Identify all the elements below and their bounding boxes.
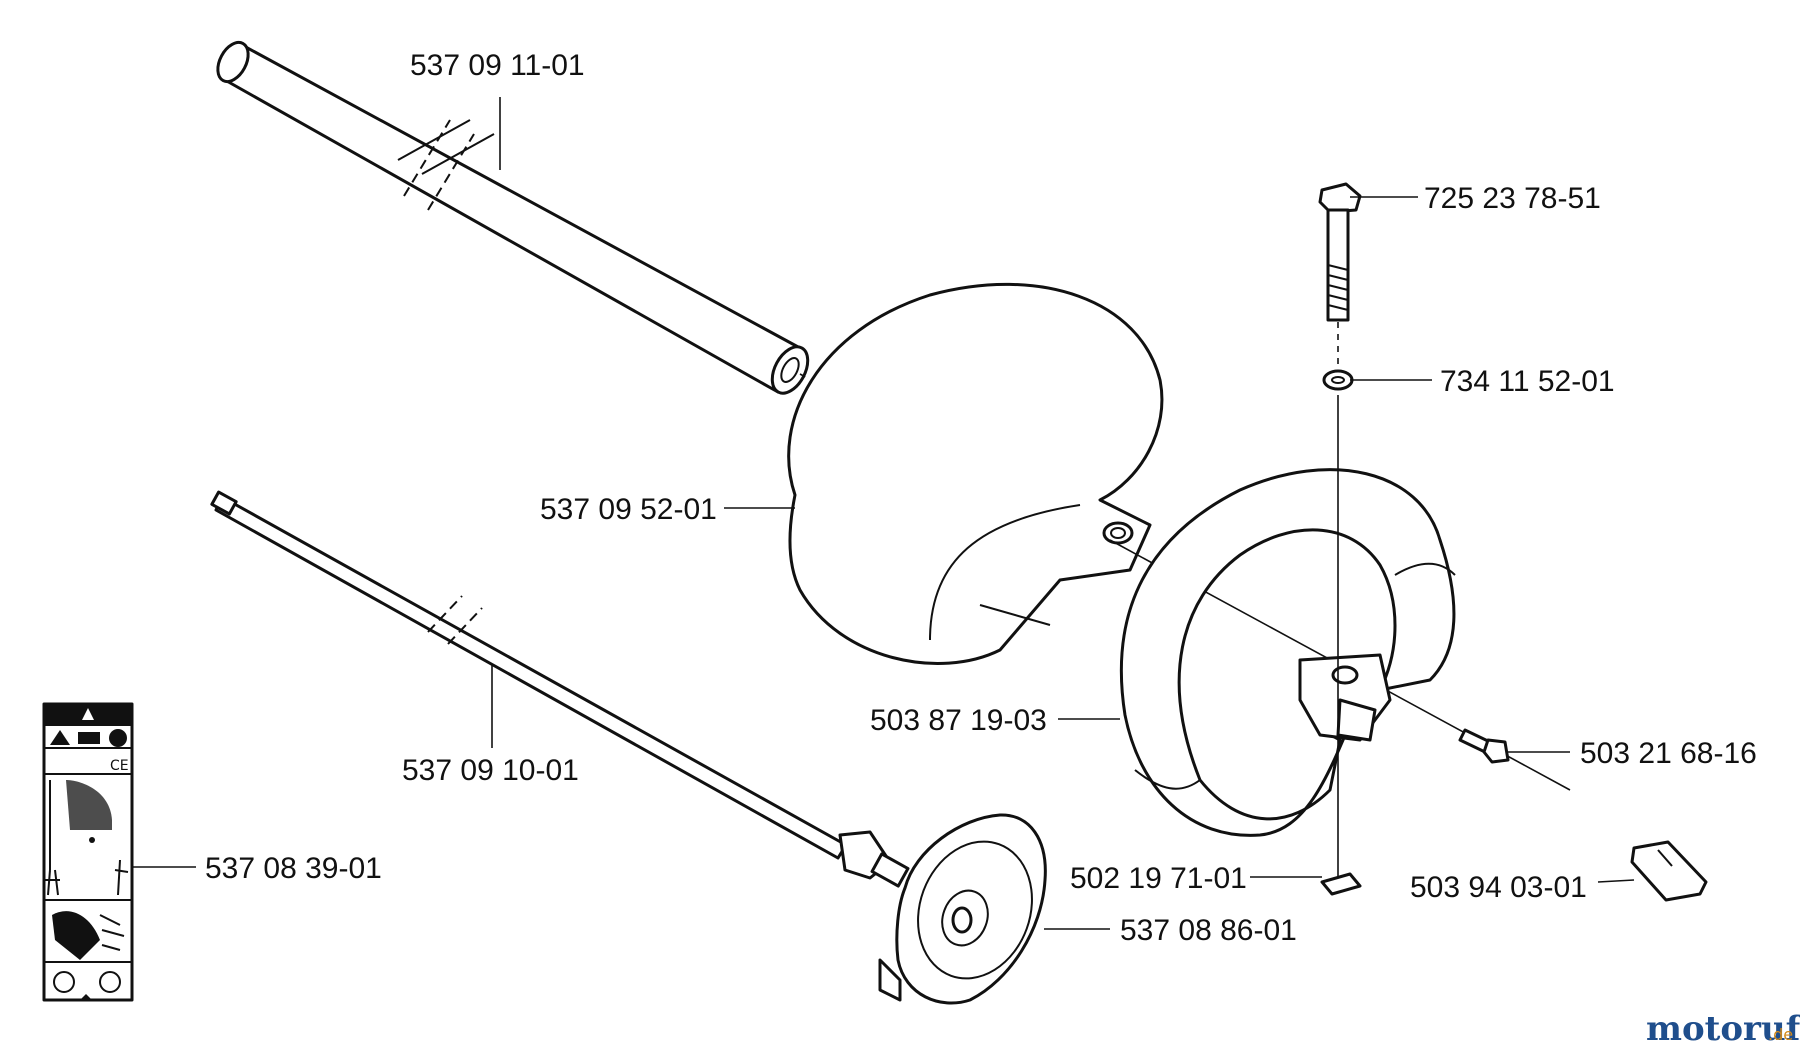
tube-part — [216, 40, 829, 395]
decal-part: CE — [42, 702, 134, 1002]
watermark-logo: motoruf .de — [1646, 1009, 1800, 1049]
bolt-part — [1318, 182, 1362, 885]
part-label-connector: 503 94 03-01 — [1410, 871, 1587, 904]
part-label-bolt: 725 23 78-51 — [1424, 182, 1601, 215]
part-label-cover: 537 08 86-01 — [1120, 914, 1297, 947]
svg-text:motoruf: motoruf — [1646, 1009, 1800, 1049]
part-label-washer: 734 11 52-01 — [1440, 365, 1615, 398]
part-label-handle: 503 87 19-03 — [870, 704, 1047, 737]
part-label-tube: 537 09 11-01 — [410, 49, 585, 82]
guard-part — [787, 282, 1164, 665]
svg-text:CE: CE — [110, 758, 129, 774]
leader-lines — [132, 97, 1635, 930]
part-label-driveshaft: 537 09 10-01 — [402, 754, 579, 787]
cover-part — [878, 813, 1047, 1005]
part-label-nut: 502 19 71-01 — [1070, 862, 1247, 895]
screw-part — [1458, 728, 1510, 764]
nut-part — [1320, 872, 1362, 896]
washer-part — [1322, 369, 1354, 391]
connector-part — [1630, 840, 1708, 902]
part-label-screw: 503 21 68-16 — [1580, 737, 1757, 770]
driveshaft-part — [210, 490, 1571, 888]
part-label-guard: 537 09 52-01 — [540, 493, 717, 526]
svg-text:.de: .de — [1768, 1025, 1793, 1044]
handle-part — [1119, 468, 1456, 837]
part-label-decal: 537 08 39-01 — [205, 852, 382, 885]
